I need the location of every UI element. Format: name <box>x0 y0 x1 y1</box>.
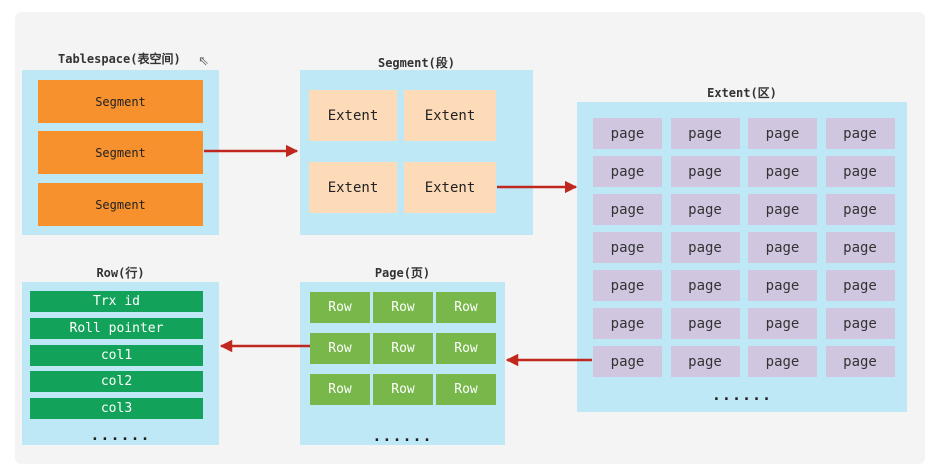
page-row: Row <box>310 333 370 364</box>
page-row: Row <box>373 292 433 323</box>
extent-panel: page page page page page page page page page page… <box>577 102 907 412</box>
extent-page: page <box>670 118 740 149</box>
row-field-col2: col2 <box>30 371 203 392</box>
extent-page: page <box>748 232 817 263</box>
mouse-cursor-icon: ⇖ <box>198 54 209 69</box>
row-field-col1: col1 <box>30 345 203 366</box>
extent-page: page <box>825 270 895 301</box>
row-ellipsis: ...... <box>90 426 151 444</box>
row-field-trx-id: Trx id <box>30 291 203 312</box>
extent-page: page <box>825 156 895 187</box>
extent-page: page <box>593 270 662 301</box>
page-row: Row <box>373 333 433 364</box>
extent-page: page <box>593 232 662 263</box>
page-title: Page(页) <box>374 266 431 280</box>
extent-title: Extent(区) <box>707 86 777 100</box>
extent-page: page <box>593 156 662 187</box>
extent-page: page <box>825 118 895 149</box>
extent-page: page <box>670 156 740 187</box>
row-field-col3: col3 <box>30 398 203 419</box>
tablespace-segment: Segment <box>38 131 203 174</box>
extent-page: page <box>670 232 740 263</box>
page-row: Row <box>436 333 496 364</box>
segment-extent: Extent <box>309 162 397 213</box>
extent-page: page <box>748 270 817 301</box>
extent-page: page <box>670 346 740 377</box>
segment-title: Segment(段) <box>377 56 456 70</box>
extent-page: page <box>825 194 895 225</box>
page-row: Row <box>436 292 496 323</box>
extent-page: page <box>593 346 662 377</box>
extent-page: page <box>748 308 817 339</box>
extent-page: page <box>593 308 662 339</box>
page-ellipsis: ...... <box>372 427 433 445</box>
extent-page: page <box>670 308 740 339</box>
segment-extent: Extent <box>404 90 496 141</box>
tablespace-segment: Segment <box>38 80 203 123</box>
segment-extent: Extent <box>404 162 496 213</box>
extent-page: page <box>825 232 895 263</box>
extent-page: page <box>670 270 740 301</box>
extent-page: page <box>825 346 895 377</box>
tablespace-panel: Segment Segment Segment <box>22 70 219 235</box>
extent-page: page <box>748 156 817 187</box>
extent-page: page <box>593 118 662 149</box>
extent-ellipsis: ...... <box>711 386 773 404</box>
segment-extent: Extent <box>309 90 397 141</box>
tablespace-title: Tablespace(表空间) <box>58 52 181 66</box>
extent-page: page <box>593 194 662 225</box>
segment-panel: Extent Extent Extent Extent <box>300 70 533 235</box>
row-title: Row(行) <box>96 266 145 280</box>
extent-page: page <box>825 308 895 339</box>
row-panel: Trx id Roll pointer col1 col2 col3 .....… <box>22 282 219 445</box>
page-row: Row <box>436 374 496 405</box>
tablespace-segment: Segment <box>38 183 203 226</box>
extent-page: page <box>748 118 817 149</box>
extent-page: page <box>748 194 817 225</box>
extent-page: page <box>670 194 740 225</box>
page-row: Row <box>310 292 370 323</box>
row-field-roll-pointer: Roll pointer <box>30 318 203 339</box>
page-row: Row <box>373 374 433 405</box>
extent-page: page <box>748 346 817 377</box>
page-row: Row <box>310 374 370 405</box>
